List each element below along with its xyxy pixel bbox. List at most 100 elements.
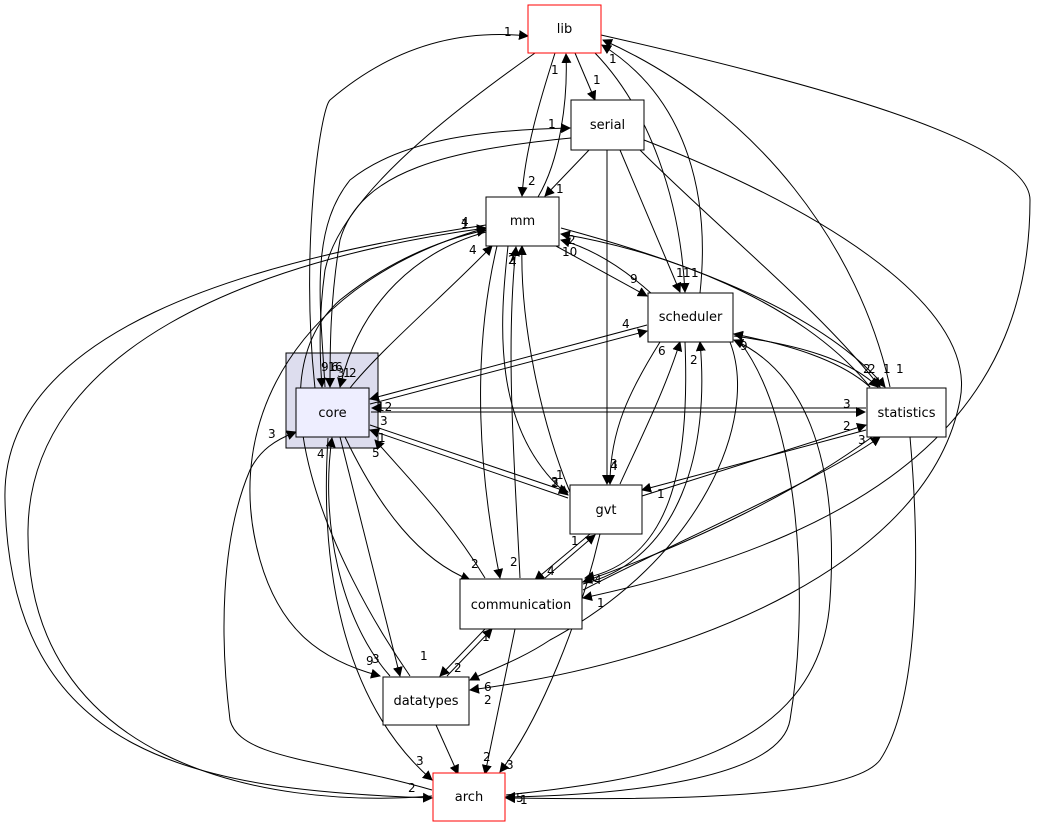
node-arch[interactable]: arch	[432, 772, 506, 822]
edge-lib-mm	[517, 52, 556, 197]
edge-scheduler-arch	[505, 341, 800, 802]
edge-statistics-gvt	[641, 429, 867, 493]
edge-core-scheduler	[369, 328, 648, 405]
edge-label: 9	[321, 360, 329, 374]
edge-mm-datatypes	[249, 227, 487, 679]
edge-label: 3	[337, 366, 345, 380]
edge-datatypes-core	[325, 437, 391, 677]
edge-label: 9	[366, 654, 374, 668]
edge-label: 3	[416, 754, 424, 768]
edge-label: 3	[551, 475, 559, 489]
edge-core-serial	[319, 123, 571, 388]
edge-communication-statistics	[582, 436, 881, 591]
node-scheduler[interactable]: scheduler	[647, 292, 734, 343]
edge-label: 3	[268, 427, 276, 441]
edge-label: 2	[690, 353, 698, 367]
edge-mm-statistics	[560, 227, 886, 388]
edge-communication-gvt	[544, 534, 596, 579]
edge-label: 1	[461, 217, 469, 231]
edge-serial-scheduler	[619, 149, 682, 293]
edge-label: 4	[317, 447, 325, 461]
edge-label: 1	[609, 52, 617, 66]
edge-labels: 1 1 1 1 1 1 2 1 4 4 4 2 7 2 10 9 1 1 1 4…	[268, 25, 904, 807]
edge-datatypes-arch	[435, 724, 459, 775]
node-statistics[interactable]: statistics	[866, 387, 947, 438]
edge-label: 1	[593, 73, 601, 87]
edge-scheduler-datatypes	[469, 341, 738, 681]
edge-statistics-communication	[582, 436, 873, 584]
node-datatypes[interactable]: datatypes	[382, 676, 470, 726]
edge-core-mm	[349, 245, 493, 389]
edge-gvt-communication	[534, 533, 591, 581]
edge-label: 2	[508, 253, 516, 267]
edge-label: 1	[378, 431, 386, 445]
edge-label: 2	[551, 476, 559, 490]
edge-label: 3	[610, 457, 618, 471]
edge-label: 6	[484, 680, 492, 694]
edge-label: 1	[548, 117, 556, 131]
edge-label: 4	[461, 215, 469, 229]
edge-label: 2	[510, 555, 518, 569]
edge-arch-core	[223, 430, 433, 791]
edge-communication-core	[374, 439, 486, 579]
edge-label: 6	[331, 360, 339, 374]
edge-serial-datatypes	[469, 139, 963, 694]
node-label-scheduler: scheduler	[659, 310, 723, 325]
node-core[interactable]: core	[295, 387, 370, 438]
edge-label: 1	[520, 793, 528, 807]
edge-label: 4	[509, 255, 517, 269]
edge-communication-scheduler	[582, 341, 706, 585]
edge-core-arch	[325, 437, 433, 781]
edge-communication-datatypes	[439, 628, 486, 677]
edge-lib-communication	[582, 34, 1031, 601]
edge-label: 3	[506, 758, 514, 772]
edge-label: 1	[691, 266, 699, 280]
edge-scheduler-statistics	[733, 335, 879, 388]
edge-label: 1	[571, 534, 579, 548]
node-label-serial: serial	[590, 118, 625, 133]
node-label-communication: communication	[471, 598, 572, 613]
edge-gvt-arch	[499, 533, 601, 773]
edge-mm-communication	[480, 245, 504, 579]
edge-label: 6	[335, 360, 343, 374]
edge-core-communication	[344, 436, 471, 582]
edge-serial-mm	[544, 148, 591, 197]
edge-core-gvt	[369, 424, 569, 494]
edge-core-datatypes	[339, 436, 403, 677]
edge-label: 4	[622, 317, 630, 331]
node-mm[interactable]: mm	[485, 196, 560, 247]
edge-mm-arch	[4, 224, 487, 803]
edge-label: 1	[883, 362, 891, 376]
edge-scheduler-core	[369, 324, 648, 402]
edge-communication-mm	[510, 246, 521, 579]
edge-label: 2	[454, 661, 462, 675]
edge-scheduler-communication	[584, 341, 687, 582]
edge-arch-scheduler	[505, 339, 833, 796]
edge-label: 4	[469, 243, 477, 257]
node-communication[interactable]: communication	[459, 578, 583, 630]
edge-label: 12	[377, 400, 392, 414]
edge-label: 2	[484, 693, 492, 707]
node-lib[interactable]: lib	[527, 4, 602, 54]
edge-label: 2	[349, 366, 357, 380]
edge-gvt-scheduler	[619, 341, 683, 485]
edge-label: 1	[482, 630, 490, 644]
edge-label: 6	[658, 344, 666, 358]
edge-lib-scheduler	[594, 52, 690, 293]
node-label-datatypes: datatypes	[393, 694, 458, 709]
edge-label: 3	[372, 652, 380, 666]
node-label-arch: arch	[455, 790, 483, 805]
edge-label: 1	[328, 360, 336, 374]
edge-mm-core	[337, 231, 487, 388]
node-gvt[interactable]: gvt	[569, 484, 643, 535]
edge-statistics-scheduler	[733, 330, 871, 388]
edge-label: 9	[630, 272, 638, 286]
edge-label: 2	[863, 362, 871, 376]
node-label-mm: mm	[510, 214, 535, 229]
node-serial[interactable]: serial	[570, 99, 645, 151]
edge-label: 1	[556, 182, 564, 196]
edge-label: 1	[683, 266, 691, 280]
edge-statistics-lib	[602, 39, 891, 388]
edge-label: 2	[843, 419, 851, 433]
